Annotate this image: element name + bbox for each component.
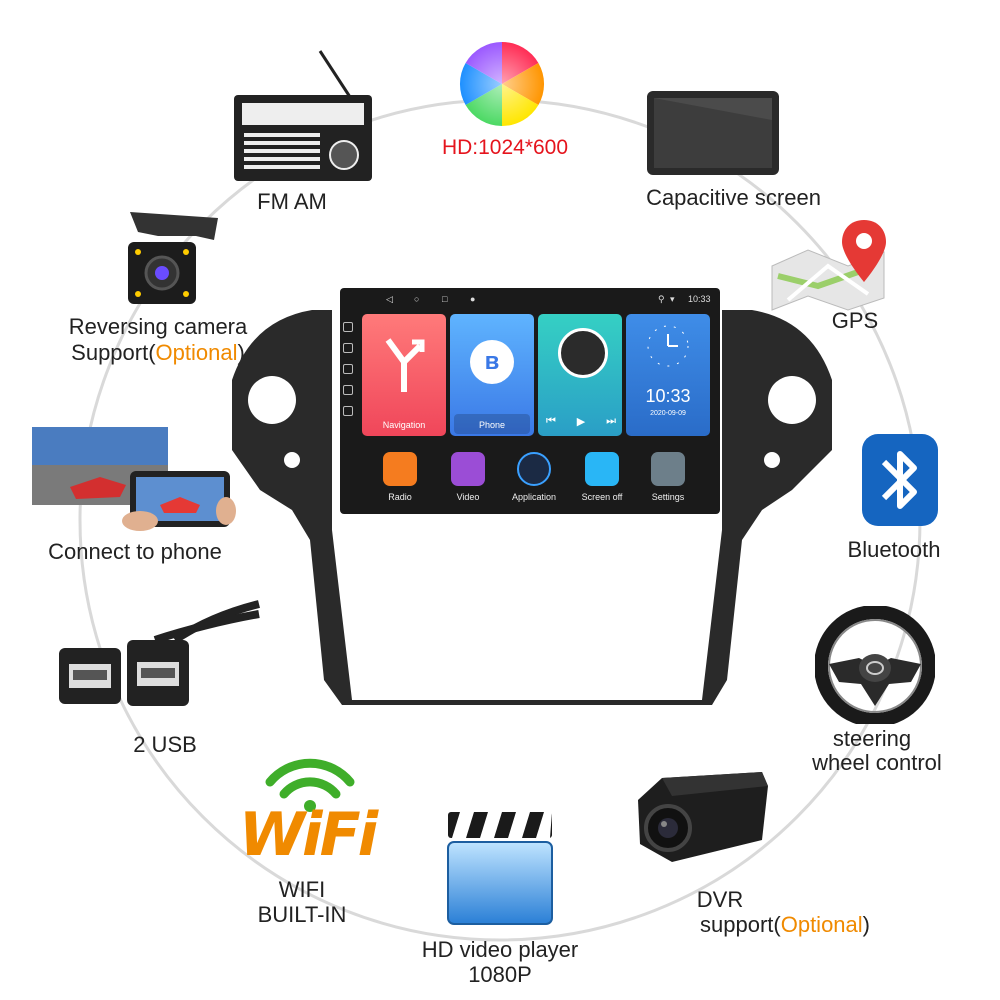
- dvr-support-label: support(Optional): [700, 912, 870, 937]
- application-app-icon: [517, 452, 551, 486]
- home-icon[interactable]: ○: [414, 294, 420, 304]
- album-art: [558, 328, 608, 378]
- reversing-support-label: Support(Optional): [71, 340, 245, 365]
- status-bar: ◁ ○ □ ● ⚲ ▾ 10:33: [340, 288, 720, 310]
- app-video[interactable]: Video: [438, 452, 498, 502]
- app-application[interactable]: Application: [504, 452, 564, 502]
- navigation-card-label: Navigation: [382, 420, 426, 430]
- app-screen-off[interactable]: Screen off: [572, 452, 632, 502]
- radio-icon: [234, 50, 372, 181]
- reversing-camera-label: Reversing camera: [68, 314, 248, 339]
- usb-label: 2 USB: [133, 732, 197, 757]
- wifi-line1-label: WIFI: [278, 877, 326, 902]
- navigation-arrow-icon: [385, 338, 425, 392]
- back-icon[interactable]: ◁: [386, 294, 393, 304]
- app-application-label: Application: [511, 492, 557, 502]
- reversing-camera-icon: [128, 212, 218, 304]
- clock-card-date: 2020-09-09: [650, 410, 686, 417]
- next-track-icon[interactable]: ⏭: [606, 415, 616, 427]
- wifi-status-icon: ▾: [670, 294, 675, 304]
- connect-phone-label: Connect to phone: [48, 539, 222, 564]
- analog-clock-icon: [647, 325, 689, 367]
- wifi-line2-label: BUILT-IN: [257, 902, 347, 927]
- tablet-screen-icon: [647, 91, 779, 175]
- previous-track-icon[interactable]: ⏮: [546, 415, 556, 427]
- bluetooth-icon: [862, 434, 938, 526]
- app-radio[interactable]: Radio: [370, 452, 430, 502]
- connect-phone-icon: [32, 427, 236, 531]
- screen-off-app-icon: [585, 452, 619, 486]
- volume-up-side-icon[interactable]: [343, 385, 353, 395]
- volume-down-side-icon[interactable]: [343, 406, 353, 416]
- color-wheel-icon: [459, 41, 545, 127]
- power-side-icon[interactable]: [343, 322, 353, 332]
- navigation-card[interactable]: Navigation: [362, 314, 446, 436]
- back-side-icon[interactable]: [343, 364, 353, 374]
- phone-card[interactable]: ʙ Phone: [450, 314, 534, 436]
- wifi-logo: WiFi: [238, 800, 378, 870]
- notification-dot-icon: ●: [470, 294, 476, 304]
- status-clock: 10:33: [688, 294, 711, 304]
- head-unit-screen[interactable]: ◁ ○ □ ● ⚲ ▾ 10:33 Navigation ʙ Phone ⏮ ▶: [340, 288, 720, 514]
- clock-card-time: 10:33: [645, 386, 691, 406]
- bluetooth-label: Bluetooth: [847, 537, 941, 562]
- fm-am-label: FM AM: [257, 189, 327, 214]
- steering-line2-label: wheel control: [812, 750, 942, 775]
- recent-apps-icon[interactable]: □: [442, 294, 448, 304]
- resolution-label: HD:1024*600: [441, 136, 569, 159]
- phone-card-label: Phone: [478, 420, 506, 430]
- clapperboard-icon: [447, 812, 553, 925]
- settings-gear-icon: [651, 452, 685, 486]
- steering-line1-label: steering: [832, 726, 912, 751]
- clock-card[interactable]: 10:33 2020-09-09: [626, 314, 710, 436]
- usb-cable-icon: [59, 600, 260, 706]
- app-settings-label: Settings: [651, 492, 685, 502]
- app-video-label: Video: [456, 492, 480, 502]
- steering-wheel-icon: [815, 606, 935, 724]
- app-settings[interactable]: Settings: [638, 452, 698, 502]
- dvr-camera-icon: [638, 772, 768, 862]
- play-icon[interactable]: ▶: [576, 416, 586, 428]
- app-radio-label: Radio: [388, 492, 412, 502]
- gps-label: GPS: [831, 308, 879, 333]
- wifi-signal-icon: [265, 758, 355, 812]
- video-line2-label: 1080P: [468, 962, 532, 987]
- home-side-icon[interactable]: [343, 343, 353, 353]
- capacitive-screen-label: Capacitive screen: [646, 185, 821, 210]
- video-app-icon: [451, 452, 485, 486]
- location-icon: ⚲: [658, 294, 665, 304]
- bluetooth-card-icon: ʙ: [470, 340, 514, 384]
- side-icons: [340, 314, 356, 444]
- dash-frame: [232, 310, 832, 705]
- gps-map-icon: [771, 220, 886, 311]
- music-card[interactable]: ⏮ ▶ ⏭: [538, 314, 622, 436]
- app-screen-off-label: Screen off: [581, 492, 623, 502]
- video-line1-label: HD video player: [421, 937, 579, 962]
- radio-app-icon: [383, 452, 417, 486]
- dvr-line1-label: DVR: [696, 887, 744, 912]
